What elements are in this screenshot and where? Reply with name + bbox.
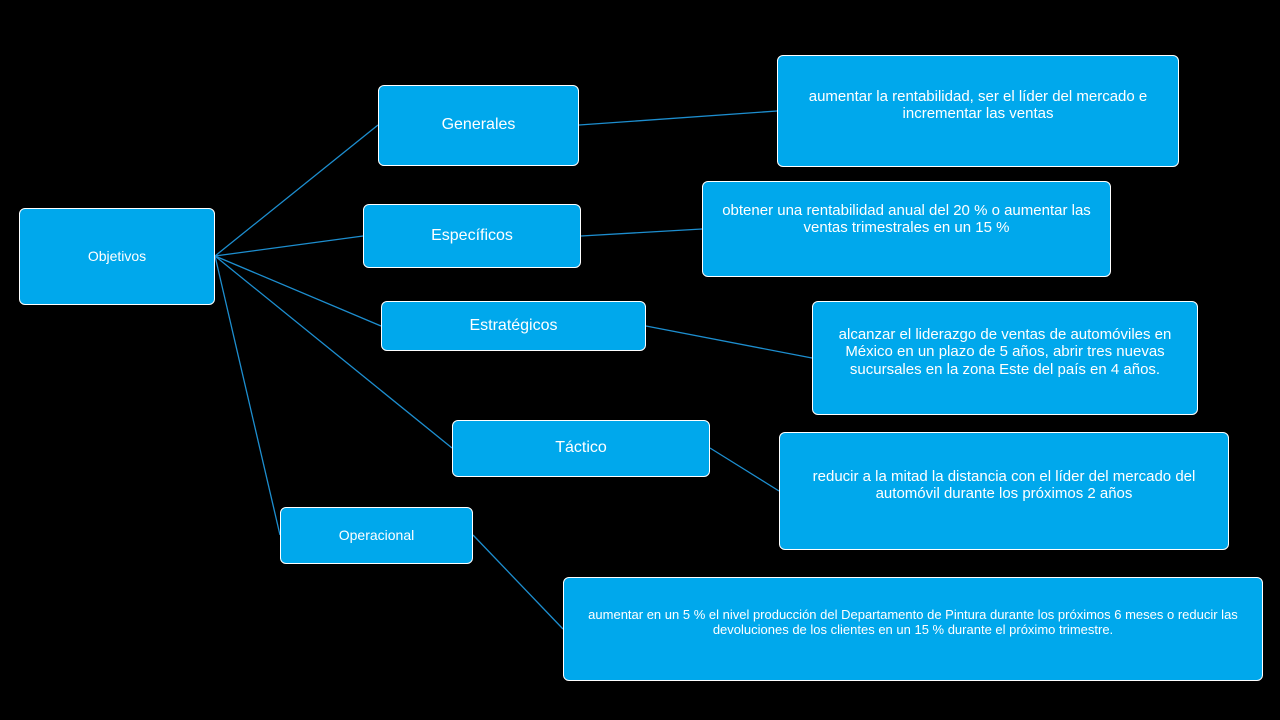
branch-node-label: Generales <box>441 116 516 134</box>
detail-node-especificos: obtener una rentabilidad anual del 20 % … <box>702 181 1111 277</box>
detail-node-generales: aumentar la rentabilidad, ser el líder d… <box>777 55 1179 167</box>
connector-root-generales <box>214 124 379 257</box>
branch-node-especificos: Específicos <box>363 204 581 268</box>
connector-generales-detail <box>578 110 778 126</box>
detail-node-estrategicos: alcanzar el liderazgo de ventas de autom… <box>812 301 1198 415</box>
branch-node-label: Estratégicos <box>469 316 558 334</box>
branch-node-tactico: Táctico <box>452 420 710 477</box>
connector-operacional-detail <box>472 534 564 630</box>
connector-tactico-detail <box>709 447 780 492</box>
branch-node-generales: Generales <box>378 85 579 166</box>
branch-node-label: Operacional <box>338 527 415 544</box>
root-node-label: Objetivos <box>87 248 147 265</box>
connector-especificos-detail <box>580 228 703 237</box>
detail-node-operacional: aumentar en un 5 % el nivel producción d… <box>563 577 1263 681</box>
detail-node-text: aumentar en un 5 % el nivel producción d… <box>588 607 1238 637</box>
connector-root-tactico <box>214 255 453 449</box>
branch-node-label: Específicos <box>431 226 513 244</box>
connector-root-especificos <box>214 235 364 257</box>
connector-root-operacional <box>214 255 281 536</box>
branch-node-operacional: Operacional <box>280 507 473 564</box>
connector-root-estrategicos <box>214 255 382 327</box>
detail-node-text: aumentar la rentabilidad, ser el líder d… <box>808 87 1148 122</box>
branch-node-label: Táctico <box>555 439 607 457</box>
connector-estrategicos-detail <box>645 325 813 359</box>
root-node-objetivos: Objetivos <box>19 208 215 305</box>
detail-node-text: alcanzar el liderazgo de ventas de autom… <box>838 326 1172 378</box>
branch-node-estrategicos: Estratégicos <box>381 301 646 351</box>
detail-node-text: reducir a la mitad la distancia con el l… <box>812 467 1196 502</box>
detail-node-text: obtener una rentabilidad anual del 20 % … <box>722 201 1091 236</box>
detail-node-tactico: reducir a la mitad la distancia con el l… <box>779 432 1229 550</box>
